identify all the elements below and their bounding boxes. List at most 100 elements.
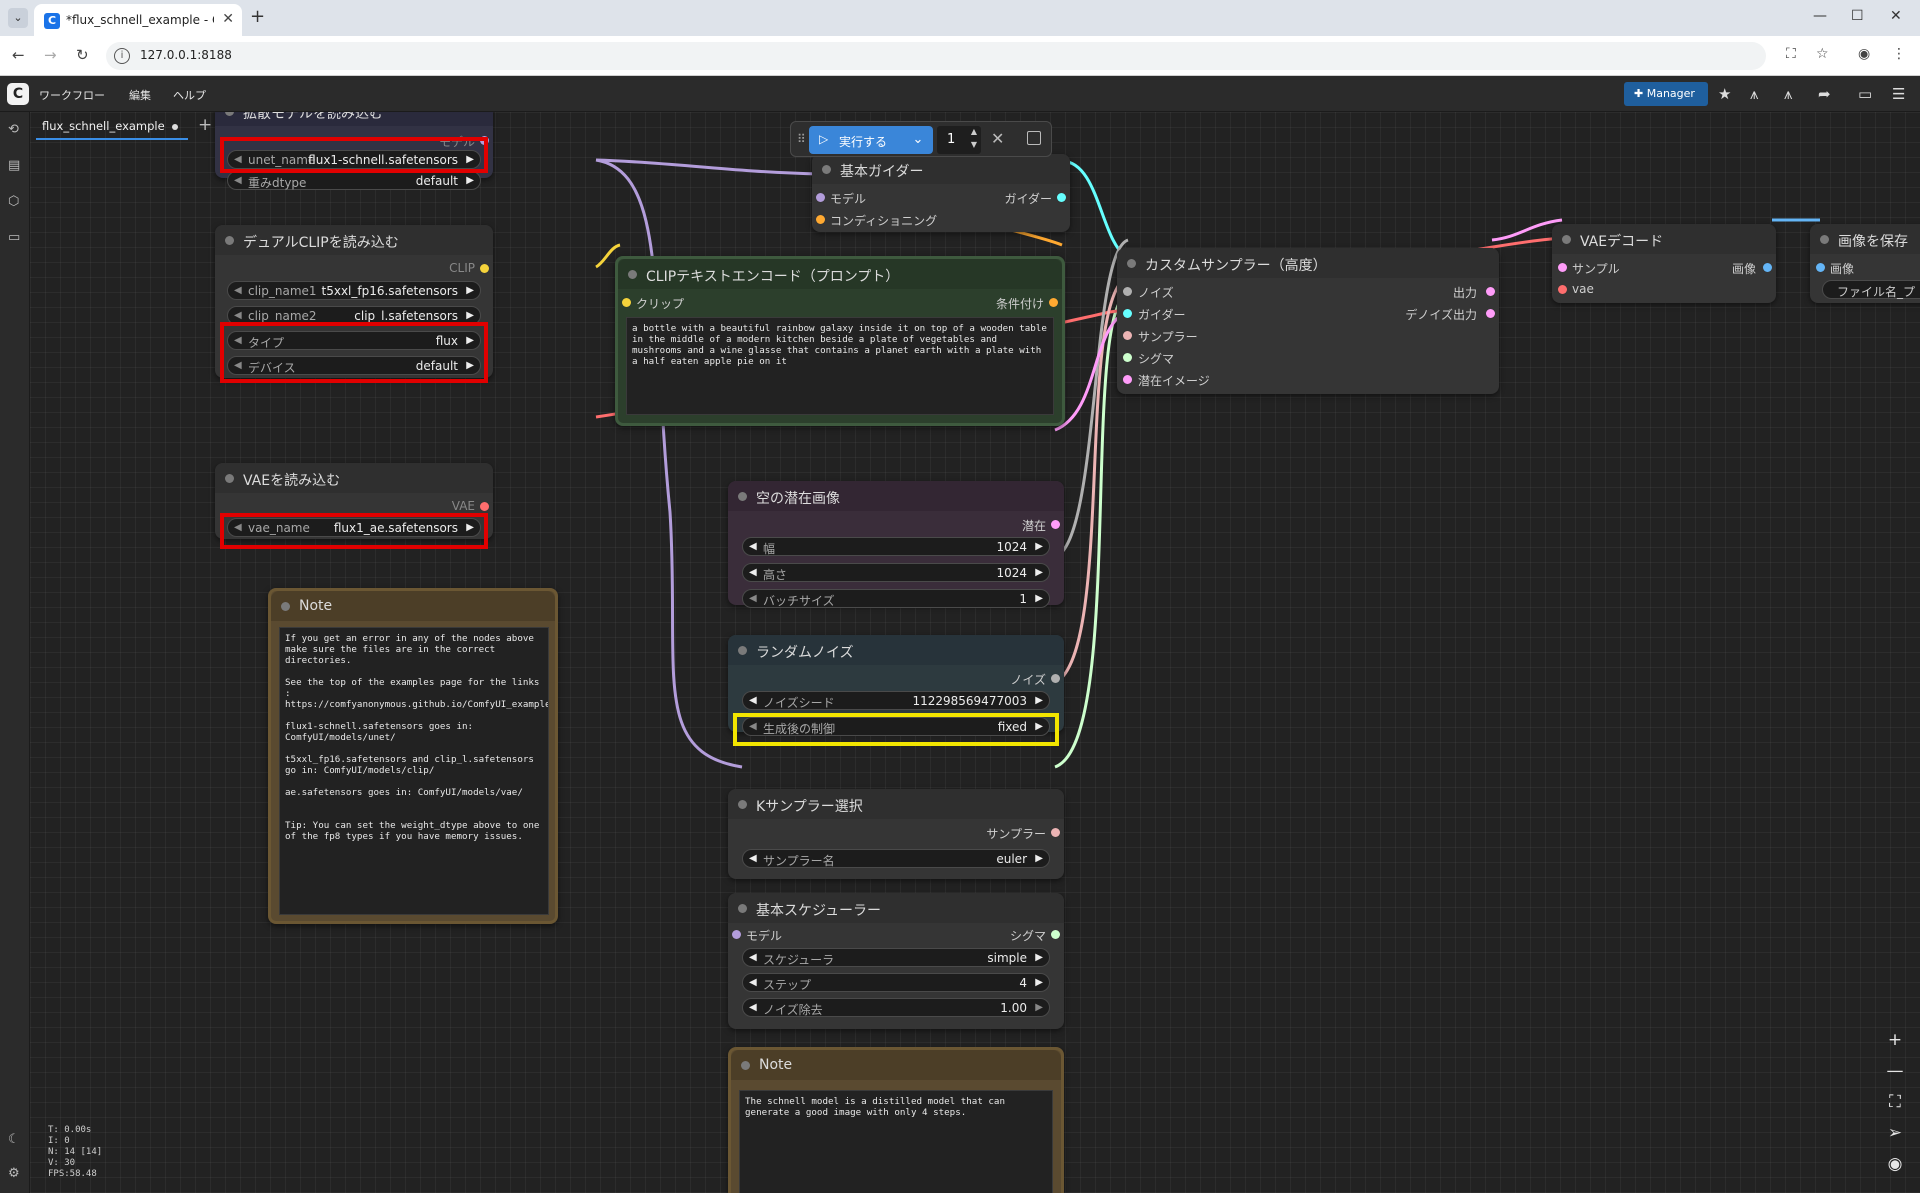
stop-icon[interactable] (1027, 131, 1041, 145)
minimize-button[interactable]: — (1813, 8, 1827, 24)
widget-clip-type[interactable]: ◀ タイプ flux ▶ (227, 331, 481, 350)
decrement-arrow-icon[interactable]: ◀ (234, 285, 242, 296)
widget-height[interactable]: ◀ 高さ 1024 ▶ (742, 563, 1050, 582)
node-header[interactable]: カスタムサンプラー（高度） (1117, 248, 1499, 278)
input-vae-dot[interactable] (1558, 285, 1567, 294)
increment-arrow-icon[interactable]: ▶ (1035, 695, 1043, 706)
translate-icon[interactable]: ⛶ (1786, 46, 1796, 62)
node-ksampler-select[interactable]: Kサンプラー選択 サンプラー ◀ サンプラー名 euler ▶ (728, 789, 1064, 879)
collapse-dot-icon[interactable] (225, 236, 234, 245)
input-sampler-dot[interactable] (1123, 331, 1132, 340)
collapse-dot-icon[interactable] (628, 270, 637, 279)
queue-icon[interactable]: ▤ (8, 158, 21, 173)
collapse-dot-icon[interactable] (738, 646, 747, 655)
output-image-dot[interactable] (1763, 263, 1772, 272)
increment-arrow-icon[interactable]: ▶ (466, 175, 474, 186)
decrement-arrow-icon[interactable]: ◀ (749, 853, 757, 864)
browser-tab[interactable]: C *flux_schnell_example - ComfyUI ✕ (34, 4, 242, 36)
pointer-mode-icon[interactable]: ➢ (1887, 1123, 1903, 1143)
node-vae-decode[interactable]: VAEデコード サンプル vae 画像 (1552, 224, 1776, 303)
folder-icon[interactable]: ▭ (8, 230, 21, 245)
cancel-icon[interactable]: ✕ (991, 129, 1005, 148)
site-info-icon[interactable]: i (114, 48, 130, 64)
collapse-dot-icon[interactable] (1562, 235, 1571, 244)
note-textarea[interactable]: The schnell model is a distilled model t… (739, 1090, 1053, 1193)
widget-noise-seed[interactable]: ◀ ノイズシード 112298569477003 ▶ (742, 691, 1050, 710)
output-sigmas-dot[interactable] (1051, 930, 1060, 939)
zoom-in-button[interactable]: + (1887, 1030, 1903, 1050)
node-header[interactable]: CLIPテキストエンコード（プロンプト） (618, 259, 1062, 289)
decrement-arrow-icon[interactable]: ◀ (234, 310, 242, 321)
manager-button[interactable]: ✚ Manager (1624, 82, 1708, 106)
increment-arrow-icon[interactable]: ▶ (466, 522, 474, 533)
decrement-arrow-icon[interactable]: ◀ (234, 175, 242, 186)
zoom-out-button[interactable]: — (1886, 1061, 1904, 1081)
node-basic-guider[interactable]: 基本ガイダー モデル コンディショニング ガイダー (812, 154, 1070, 232)
share-icon[interactable]: ➦ (1818, 85, 1831, 103)
node-header[interactable]: 基本ガイダー (812, 154, 1070, 184)
model-library-icon[interactable]: ⬡ (8, 194, 20, 209)
node-header[interactable]: ランダムノイズ (728, 635, 1064, 665)
increment-arrow-icon[interactable]: ▶ (466, 360, 474, 371)
input-samples-dot[interactable] (1558, 263, 1567, 272)
widget-denoise[interactable]: ◀ ノイズ除去 1.00 ▶ (742, 998, 1050, 1017)
node-header[interactable]: Note (731, 1050, 1061, 1080)
output-conditioning-dot[interactable] (1049, 298, 1058, 307)
node-header[interactable]: Kサンプラー選択 (728, 789, 1064, 819)
node-header[interactable]: 空の潜在画像 (728, 481, 1064, 511)
decrement-chevron-icon[interactable]: ▼ (970, 140, 977, 149)
widget-unet-name[interactable]: ◀ unet_name flux1-schnell.safetensors ▶ (227, 150, 481, 169)
node-save-image[interactable]: 画像を保存 画像 ファイル名_プ (1810, 224, 1920, 303)
model-alt-icon[interactable]: ⩚ (1784, 85, 1793, 103)
comfy-logo[interactable]: C (7, 83, 29, 105)
output-vae-dot[interactable] (480, 502, 489, 511)
node-header[interactable]: VAEデコード (1552, 224, 1776, 254)
run-button[interactable]: ▷ 実行する ⌄ (809, 126, 933, 154)
output-latent-dot[interactable] (1051, 520, 1060, 529)
collapse-dot-icon[interactable] (738, 492, 747, 501)
model-icon[interactable]: ⩚ (1750, 85, 1759, 103)
node-header[interactable]: Note (271, 591, 555, 621)
panel-toggle-icon[interactable]: ▭ (1858, 85, 1873, 103)
fit-view-icon[interactable]: ⛶ (1889, 1092, 1901, 1112)
widget-clip-device[interactable]: ◀ デバイス default ▶ (227, 356, 481, 375)
browser-menu-icon[interactable]: ⋮ (1892, 46, 1906, 62)
chevron-down-icon[interactable]: ⌄ (912, 132, 924, 147)
input-model-dot[interactable] (732, 930, 741, 939)
node-header[interactable]: VAEを読み込む (215, 463, 493, 493)
menu-edit[interactable]: 編集 (129, 89, 151, 102)
increment-arrow-icon[interactable]: ▶ (1035, 1002, 1043, 1013)
node-sampler-custom-advanced[interactable]: カスタムサンプラー（高度） ノイズ ガイダー サンプラー シグマ 潜在イメージ … (1117, 248, 1499, 394)
address-bar[interactable]: i 127.0.0.1:8188 (106, 42, 1766, 70)
decrement-arrow-icon[interactable]: ◀ (749, 695, 757, 706)
window-close-button[interactable]: ✕ (1890, 8, 1902, 24)
output-denoised-dot[interactable] (1486, 309, 1495, 318)
increment-arrow-icon[interactable]: ▶ (1035, 977, 1043, 988)
decrement-arrow-icon[interactable]: ◀ (234, 360, 242, 371)
widget-width[interactable]: ◀ 幅 1024 ▶ (742, 537, 1050, 556)
back-arrow-icon[interactable]: ← (12, 46, 25, 64)
history-icon[interactable]: ⟲ (8, 122, 19, 137)
widget-scheduler[interactable]: ◀ スケジューラ simple ▶ (742, 948, 1050, 967)
increment-arrow-icon[interactable]: ▶ (466, 285, 474, 296)
node-unet-loader[interactable]: 拡散モデルを読み込む モデル ◀ unet_name flux1-schnell… (215, 112, 493, 190)
node-vae-loader[interactable]: VAEを読み込む VAE ◀ vae_name flux1_ae.safeten… (215, 463, 493, 539)
collapse-dot-icon[interactable] (1127, 259, 1136, 268)
decrement-arrow-icon[interactable]: ◀ (749, 567, 757, 578)
increment-arrow-icon[interactable]: ▶ (1035, 952, 1043, 963)
batch-count-input[interactable]: 1 ▲ ▼ (937, 126, 981, 154)
theme-moon-icon[interactable]: ☾ (8, 1132, 20, 1147)
increment-arrow-icon[interactable]: ▶ (1035, 567, 1043, 578)
widget-filename-prefix[interactable]: ファイル名_プ (1822, 280, 1920, 299)
increment-arrow-icon[interactable]: ▶ (1035, 593, 1043, 604)
decrement-arrow-icon[interactable]: ◀ (749, 541, 757, 552)
workflow-tab[interactable]: flux_schnell_example (36, 112, 188, 140)
input-conditioning-dot[interactable] (816, 215, 825, 224)
node-header[interactable]: 基本スケジューラー (728, 893, 1064, 923)
visibility-eye-icon[interactable]: ◉ (1887, 1154, 1903, 1174)
node-header[interactable]: 画像を保存 (1810, 224, 1920, 254)
input-clip-dot[interactable] (622, 298, 631, 307)
collapse-dot-icon[interactable] (738, 904, 747, 913)
node-note[interactable]: Note If you get an error in any of the n… (268, 588, 558, 924)
node-graph-canvas[interactable]: 拡散モデルを読み込む モデル ◀ unet_name flux1-schnell… (30, 112, 1920, 1193)
